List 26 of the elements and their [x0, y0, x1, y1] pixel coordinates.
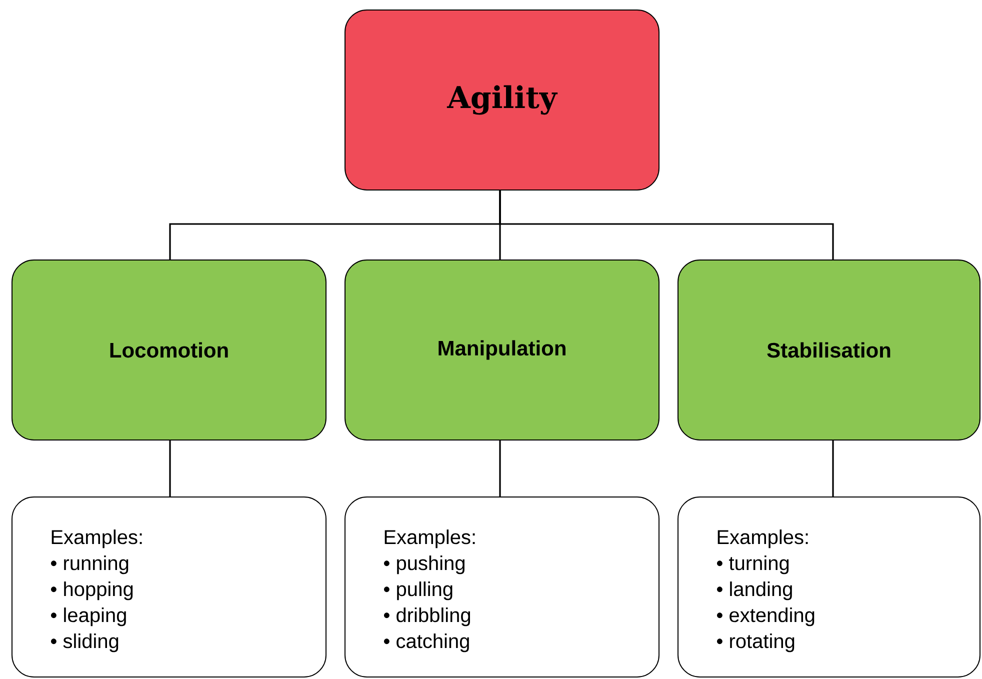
examples-box [344, 496, 660, 678]
category-box: Stabilisation [678, 260, 980, 440]
category-box: Manipulation [344, 260, 660, 440]
connector-line [169, 440, 171, 497]
list-item: • leaping [51, 608, 126, 626]
connector-line [499, 440, 501, 497]
list-item: • hopping [51, 582, 133, 600]
list-item: • dribbling [384, 608, 470, 626]
list-item: • pushing [384, 556, 464, 574]
connector-line [499, 190, 834, 260]
category-box: Locomotion [12, 260, 326, 440]
list-item: • catching [384, 634, 469, 652]
examples-box [12, 496, 326, 678]
list-item: • turning [717, 556, 789, 574]
heading: Examples: [52, 530, 142, 548]
examples-box [678, 496, 980, 678]
heading: Examples: [718, 530, 808, 548]
list-item: • extending [717, 608, 814, 626]
list-item: • pulling [384, 582, 452, 600]
connector-line [832, 440, 834, 497]
list-item: • running [51, 556, 128, 574]
list-item: • landing [717, 582, 792, 600]
agility-box: Agility [344, 10, 660, 190]
list-item: • sliding [51, 634, 118, 652]
heading: Examples: [384, 530, 475, 548]
list-item: • rotating [717, 634, 794, 652]
